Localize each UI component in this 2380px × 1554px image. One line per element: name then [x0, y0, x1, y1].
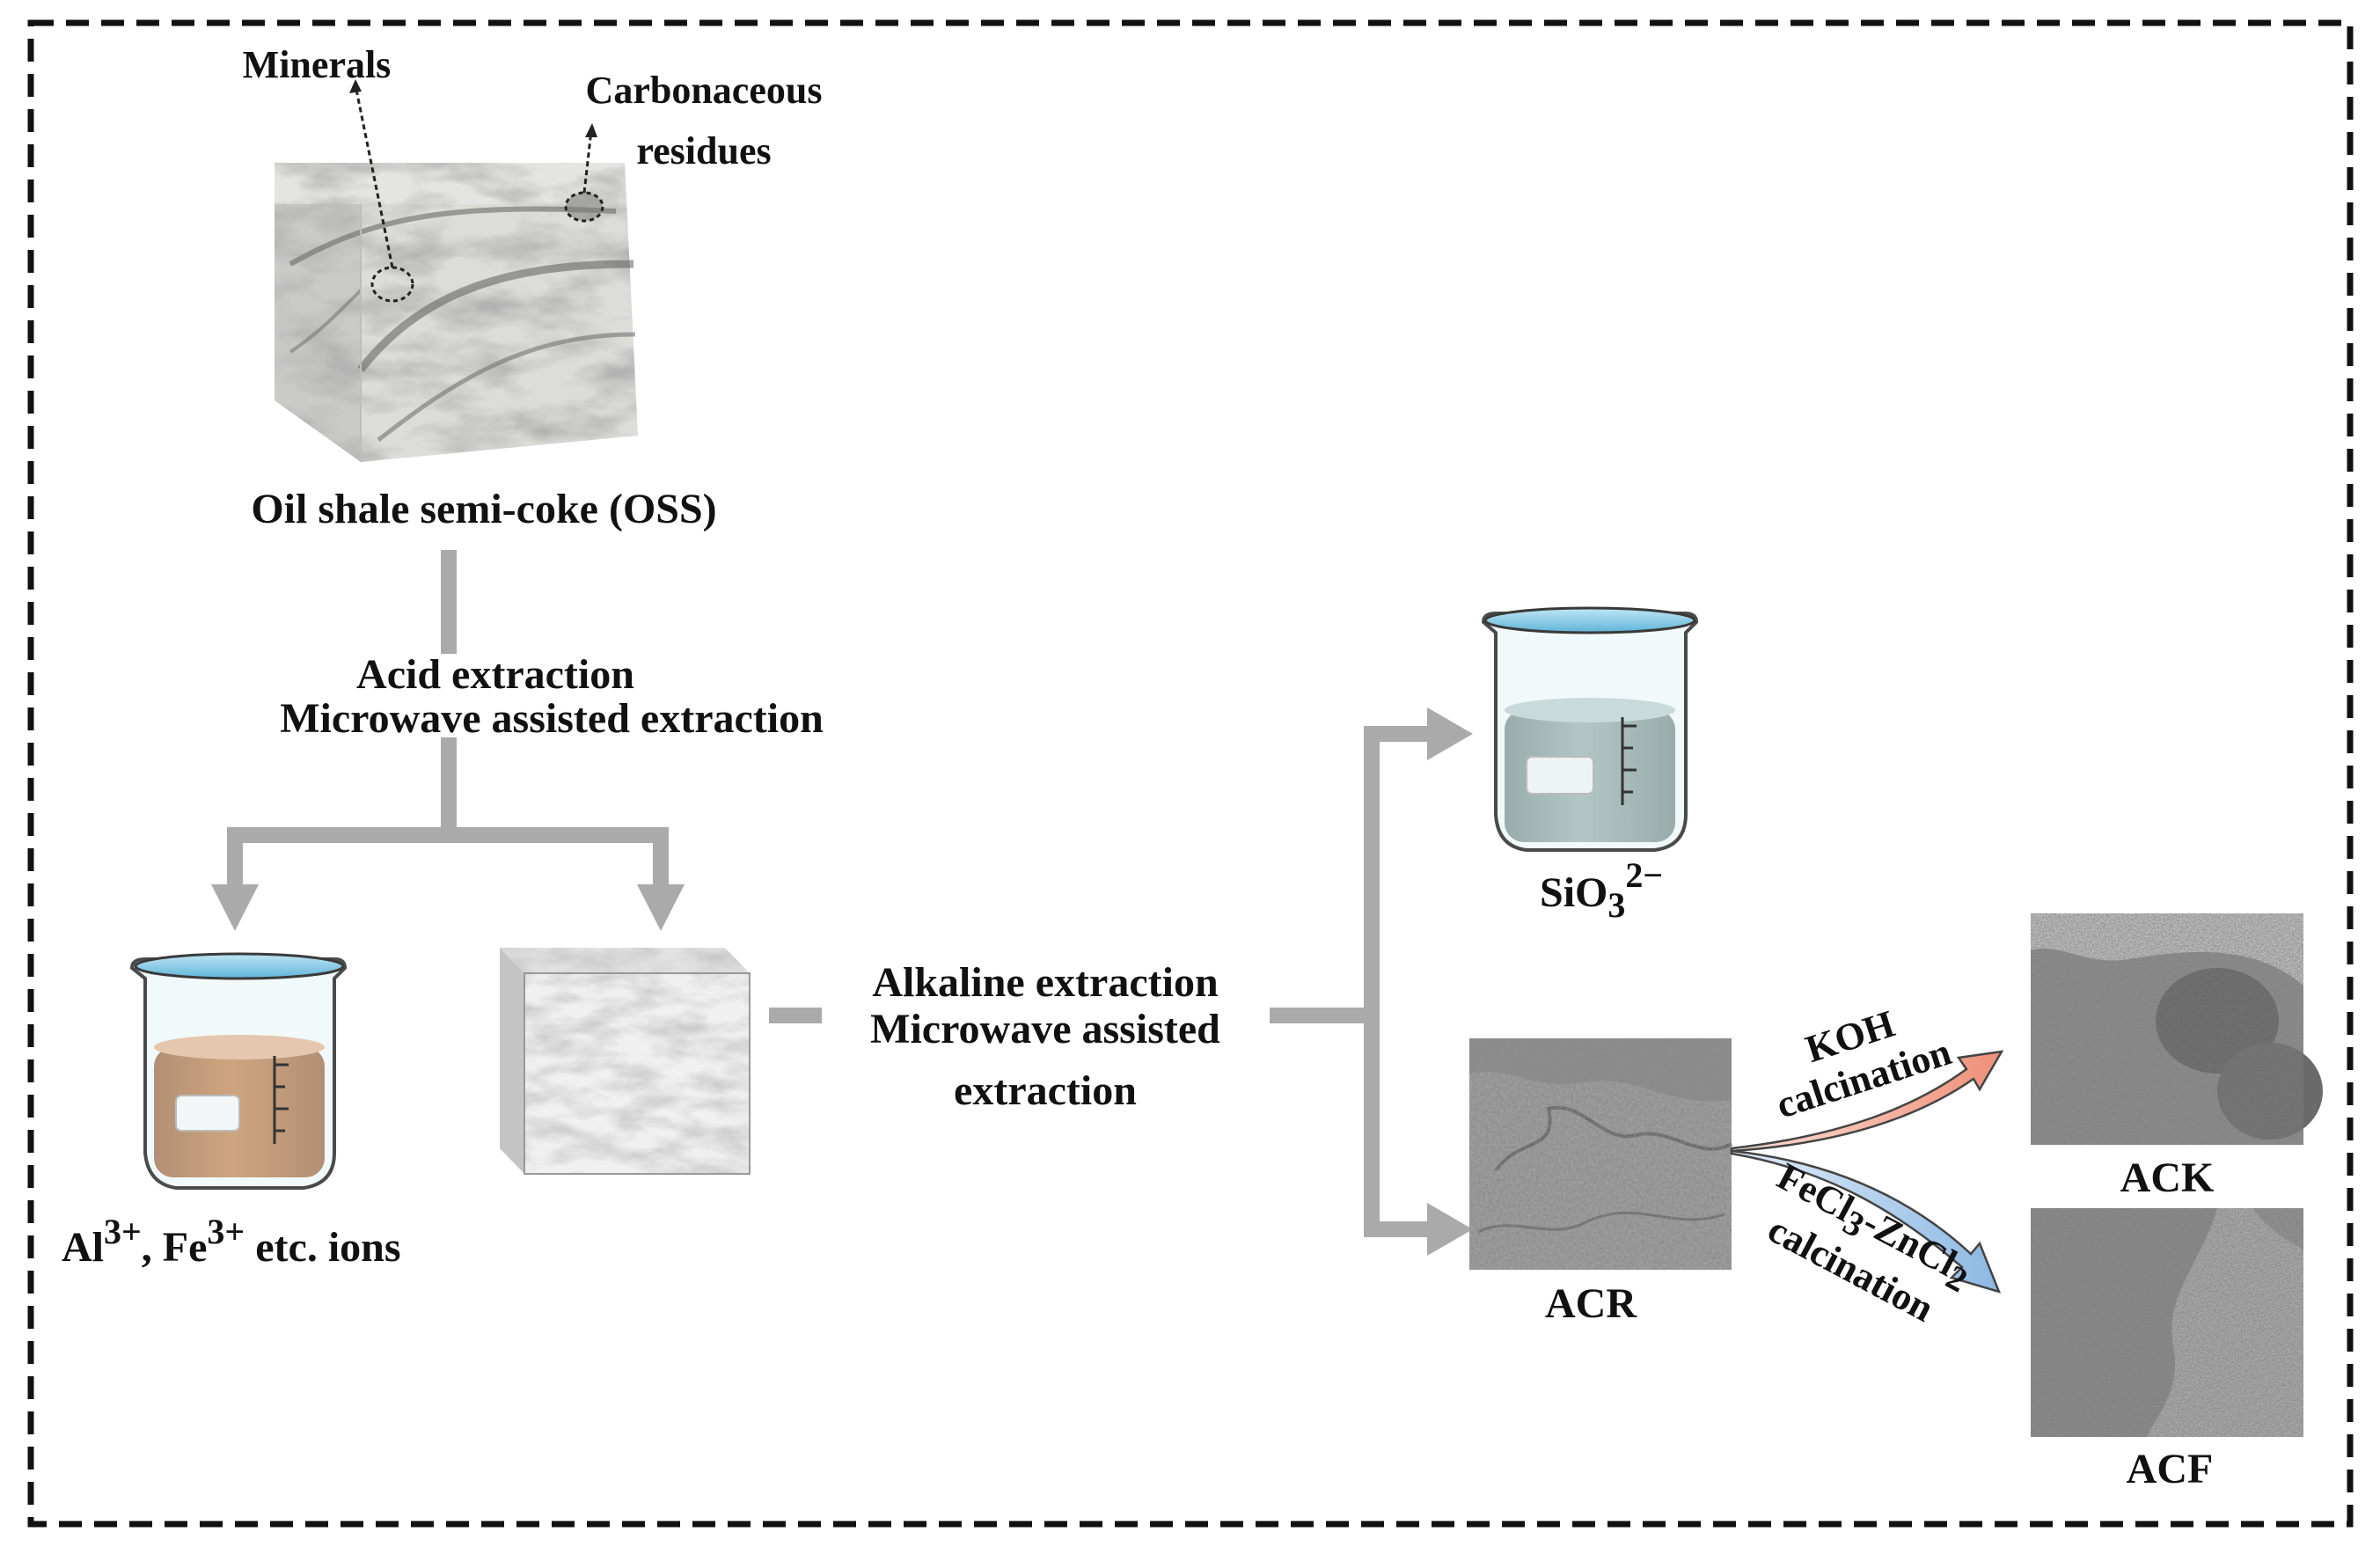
label-ions: Al3+, Fe3+ etc. ions: [62, 1212, 401, 1271]
beaker-silicate: [1481, 606, 1699, 852]
arrow-fecl: [1730, 1149, 2002, 1294]
label-acid-microwave: Microwave assisted extraction: [280, 695, 824, 742]
connector-acid: [211, 550, 685, 931]
label-residues: residues: [636, 129, 771, 172]
minerals-marker: [370, 266, 414, 303]
label-silicate: SiO32−: [1540, 855, 1663, 925]
label-oss: Oil shale semi-coke (OSS): [251, 486, 716, 532]
connector-alkaline: [769, 707, 1473, 1256]
label-minerals: Minerals: [243, 43, 392, 86]
label-carbonaceous: Carbonaceous: [586, 69, 823, 112]
label-ack: ACK: [2120, 1155, 2215, 1201]
beaker-acid: [129, 952, 348, 1190]
residue-cube: [500, 948, 751, 1175]
tem-image-acr: [1469, 1038, 1732, 1270]
label-acf: ACF: [2127, 1446, 2214, 1492]
label-acr: ACR: [1545, 1280, 1637, 1327]
oss-cube: [275, 79, 638, 462]
dashed-frame: [27, 19, 2354, 1528]
tem-image-ack: [2031, 913, 2323, 1145]
tem-image-acf: [2031, 1208, 2303, 1437]
carbon-marker: [564, 191, 604, 223]
label-alkaline-microwave: Microwave assisted: [870, 1006, 1220, 1052]
label-alkaline-extraction-2: extraction: [954, 1067, 1137, 1114]
label-acid-extraction: Acid extraction: [356, 651, 634, 698]
arrow-koh: [1730, 1050, 2004, 1153]
label-alkaline-extraction: Alkaline extraction: [872, 959, 1218, 1006]
